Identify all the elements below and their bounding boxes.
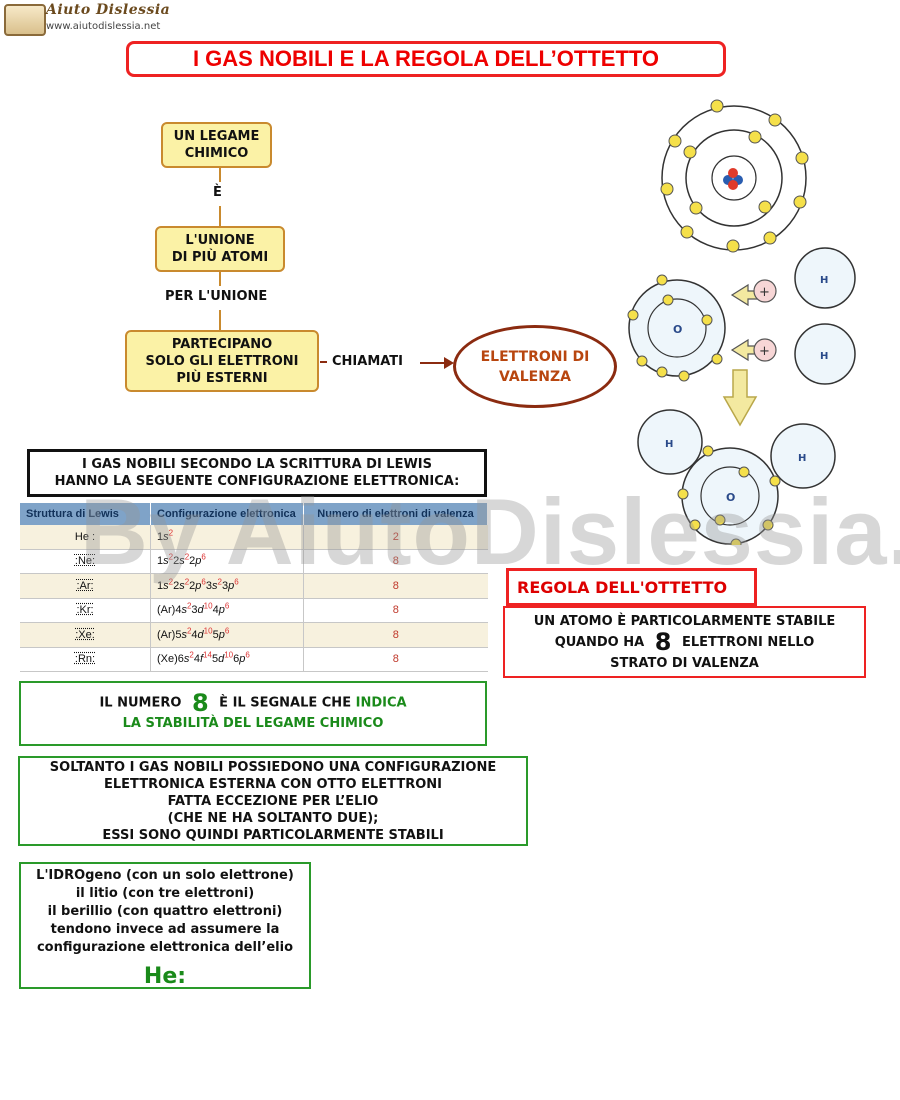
node-line: CHIMICO [184,146,249,161]
svg-text:+: + [759,344,770,359]
soltanto-line: FATTA ECCEZIONE PER L’ELIO [167,793,379,809]
atoms-illustration: O H H + + H H O [627,99,856,545]
link-label-e: È [213,185,222,200]
regola-line: QUANDO HA [554,634,645,650]
lewis-structure-cell: :Ar: [20,573,151,599]
hydrogen-atom-icon: H H [794,247,856,385]
idrogeno-line: il litio (con tre elettroni) [75,886,255,901]
regola-big-8: 8 [654,627,672,656]
soltanto-box: SOLTANTO I GAS NOBILI POSSIEDONO UNA CON… [18,756,528,846]
oxygen-atom-icon: O [627,274,726,382]
valence-cell: 8 [303,549,488,574]
heading-line: HANNO LA SEGUENTE CONFIGURAZIONE ELETTRO… [54,474,460,489]
soltanto-line: ESSI SONO QUINDI PARTICOLARMENTE STABILI [102,827,444,843]
big-atom-icon [660,99,809,253]
electron-config-cell: 1s22s22p6 [150,549,304,574]
electron-config-cell: 1s2 [150,525,304,550]
regola-title: REGOLA DELL'OTTETTO [506,568,757,606]
lewis-structure-cell: :Xe: [20,622,151,648]
node-line: L'UNIONE [185,233,255,248]
link-label-chiamati: CHIAMATI [332,354,404,369]
lewis-structure-cell: He : [20,525,151,550]
svg-text:O: O [673,323,682,336]
numero8-big: 8 [191,689,209,718]
lewis-heading-box: I GAS NOBILI SECONDO LA SCRITTURA DI LEW… [27,449,487,497]
logo-book-icon [4,4,46,36]
numero8-stabilita: LA STABILITÀ DEL LEGAME CHIMICO [122,715,384,731]
connector-line [219,272,221,286]
column-header: Configurazione elettronica [150,503,304,525]
valence-cell: 8 [303,622,488,648]
valence-cell: 8 [303,598,488,623]
svg-text:O: O [726,491,735,504]
numero8-indica: INDICA [355,695,407,711]
idrogeno-line: configurazione elettronica dell’elio [36,940,294,955]
regola-box: UN ATOMO È PARTICOLARMENTE STABILE QUAND… [503,606,866,678]
idrogeno-line: L'IDROgeno (con un solo elettrone) [36,868,294,883]
water-molecule-icon: H H O [637,409,836,545]
page-title: I GAS NOBILI E LA REGOLA DELL’OTTETTO [126,41,726,77]
column-header: Struttura di Lewis [20,503,151,525]
configuration-table: Struttura di Lewis Configurazione elettr… [20,503,488,672]
electron-config-cell: 1s22s22p63s23p6 [150,573,304,599]
node-line: ELETTRONI DI [480,348,590,365]
concept-node-unione: L'UNIONE DI PIÙ ATOMI [155,226,285,272]
idrogeno-line: tendono invece ad assumere la [50,922,280,937]
node-line: PARTECIPANO [171,336,273,352]
svg-text:H: H [665,439,673,450]
link-label-per-unione: PER L'UNIONE [165,289,268,304]
logo-text: Aiuto Dislessia [46,2,171,18]
valence-cell: 8 [303,573,488,599]
soltanto-line: ELETTRONICA ESTERNA CON OTTO ELETTRONI [104,776,442,792]
table-header-row: Struttura di Lewis Configurazione elettr… [20,503,488,525]
node-line: UN LEGAME [173,129,260,144]
electron-config-cell: (Xe)6s24f145d106p6 [150,647,304,672]
numero8-pre: IL NUMERO [99,695,182,711]
numero-8-box: IL NUMERO 8 È IL SEGNALE CHE INDICA LA S… [19,681,487,746]
arrow-right-icon [420,357,454,369]
valence-cell: 8 [303,647,488,672]
lewis-structure-cell: :Ne: [20,549,151,574]
electron-config-cell: (Ar)5s24d105p6 [150,622,304,648]
connector-line [219,310,221,330]
node-line: SOLO GLI ELETTRONI [145,353,299,369]
electron-config-cell: (Ar)4s23d104p6 [150,598,304,623]
node-line: DI PIÙ ATOMI [171,250,269,265]
node-line: PIÙ ESTERNI [176,370,268,386]
connector-line [320,361,327,363]
soltanto-line: (CHE NE HA SOLTANTO DUE); [167,810,379,826]
logo-url: www.aiutodislessia.net [46,21,161,32]
idrogeno-line: il berillio (con quattro elettroni) [47,904,283,919]
he-lewis-symbol: He: [143,964,187,989]
column-header: Numero di elettroni di valenza [303,503,488,525]
numero8-post: È IL SEGNALE CHE [219,695,352,711]
svg-text:H: H [820,351,828,362]
regola-line: UN ATOMO È PARTICOLARMENTE STABILE [533,613,836,629]
idrogeno-box: L'IDROgeno (con un solo elettrone) il li… [19,862,311,989]
svg-text:H: H [820,275,828,286]
lewis-structure-cell: :Rn: [20,647,151,672]
regola-line: STRATO DI VALENZA [610,655,759,671]
lewis-structure-cell: :Kr: [20,598,151,623]
svg-text:H: H [798,453,806,464]
valence-cell: 2 [303,525,488,550]
svg-text:+: + [759,285,770,300]
regola-line: ELETTRONI NELLO [681,634,815,650]
connector-line [219,206,221,226]
heading-line: I GAS NOBILI SECONDO LA SCRITTURA DI LEW… [81,457,433,472]
electron-arrow-icon: + + [730,279,777,362]
node-line: VALENZA [499,368,571,385]
connector-line [219,168,221,182]
concept-node-elettroni-valenza: ELETTRONI DI VALENZA [453,325,617,408]
arrow-down-icon [722,369,758,427]
concept-node-legame: UN LEGAME CHIMICO [161,122,272,168]
soltanto-line: SOLTANTO I GAS NOBILI POSSIEDONO UNA CON… [49,759,497,775]
